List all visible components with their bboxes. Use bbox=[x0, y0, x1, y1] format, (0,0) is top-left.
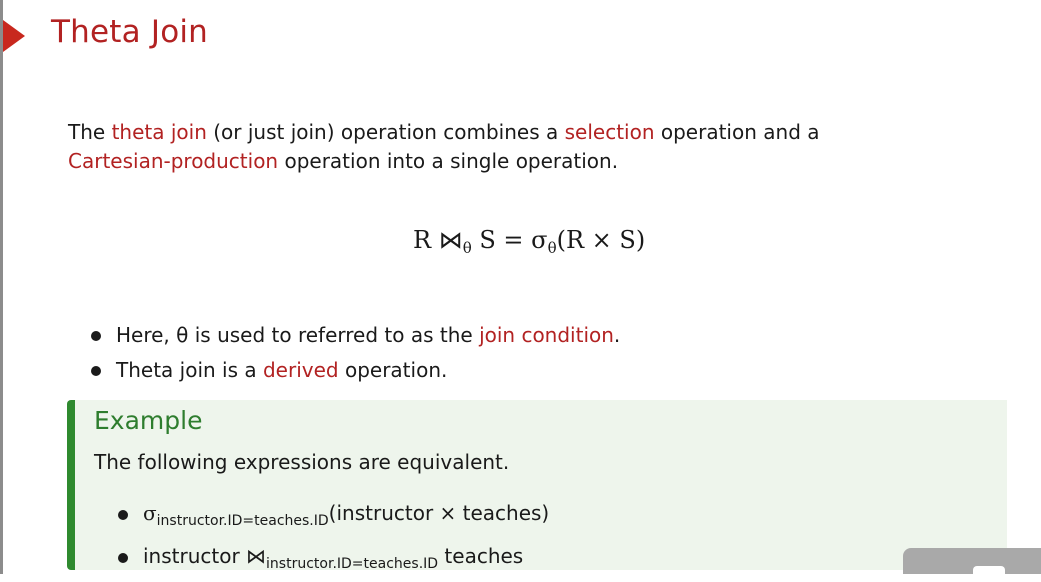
sigma-symbol: σ bbox=[143, 501, 157, 525]
corner-overlay-widget[interactable] bbox=[903, 548, 1041, 574]
example-title: Example bbox=[94, 406, 203, 435]
formula-tail: (R × S) bbox=[556, 226, 646, 254]
bullet-text-post: operation. bbox=[338, 358, 448, 382]
bullet-icon bbox=[91, 366, 101, 376]
intro-text-1: The bbox=[68, 120, 112, 144]
list-item: σinstructor.ID=teaches.ID(instructor × t… bbox=[118, 496, 549, 539]
formula-right: S = σ bbox=[471, 226, 548, 254]
bullet-list: Here, θ is used to referred to as the jo… bbox=[91, 318, 620, 388]
formula-left: R ⋈ bbox=[413, 226, 463, 254]
term-selection: selection bbox=[564, 120, 655, 144]
example-text: The following expressions are equivalent… bbox=[94, 450, 510, 474]
list-item: instructor ⋈instructor.ID=teaches.ID tea… bbox=[118, 539, 549, 582]
bullet-icon bbox=[118, 510, 128, 520]
intro-text-4: operation into a single operation. bbox=[278, 149, 619, 173]
list-item: Theta join is a derived operation. bbox=[91, 353, 620, 388]
slide-title: Theta Join bbox=[51, 14, 209, 50]
theta-join-formula: R ⋈θ S = σθ(R × S) bbox=[413, 226, 645, 257]
example-list: σinstructor.ID=teaches.ID(instructor × t… bbox=[118, 496, 549, 582]
bullet-icon bbox=[118, 553, 128, 563]
example-expression-rest: (instructor × teaches) bbox=[328, 501, 550, 525]
title-arrow-icon bbox=[3, 20, 25, 52]
term-join-condition: join condition bbox=[479, 323, 614, 347]
example-block: Example The following expressions are eq… bbox=[67, 400, 1007, 572]
bullet-icon bbox=[91, 331, 101, 341]
formula-sub-theta: θ bbox=[462, 239, 472, 257]
join-symbol: ⋈ bbox=[246, 544, 267, 568]
selection-condition: instructor.ID=teaches.ID bbox=[156, 513, 329, 529]
intro-text-3: operation and a bbox=[654, 120, 820, 144]
intro-text-2: (or just join) operation combines a bbox=[206, 120, 565, 144]
intro-paragraph: The theta join (or just join) operation … bbox=[68, 118, 968, 176]
term-derived: derived bbox=[262, 358, 339, 382]
corner-handle[interactable] bbox=[973, 566, 1005, 574]
term-theta-join: theta join bbox=[111, 120, 207, 144]
list-item: Here, θ is used to referred to as the jo… bbox=[91, 318, 620, 353]
bullet-text-pre: Here, θ is used to referred to as the bbox=[116, 323, 480, 347]
join-condition: instructor.ID=teaches.ID bbox=[266, 556, 439, 572]
bullet-text-pre: Theta join is a bbox=[116, 358, 263, 382]
formula-sub-theta-2: θ bbox=[547, 239, 557, 257]
example-expression-pre: instructor bbox=[143, 544, 247, 568]
bullet-text-post: . bbox=[613, 323, 621, 347]
example-expression-rest: teaches bbox=[438, 544, 524, 568]
term-cartesian-production: Cartesian-production bbox=[68, 149, 279, 173]
